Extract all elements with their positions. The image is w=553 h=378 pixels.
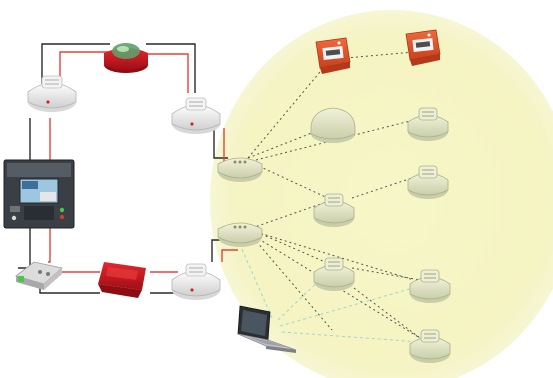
translator-icon: [217, 222, 263, 247]
wireless-detector-icon: [407, 107, 449, 141]
wireless-coverage-zone: [210, 10, 553, 378]
manual-call-point-icon: [315, 37, 351, 74]
smoke-detector-icon: [171, 97, 221, 134]
wireless-detector-icon: [313, 193, 355, 227]
sounder-beacon-icon: [104, 43, 148, 73]
interface-module-icon: [15, 261, 63, 290]
laptop-icon: [237, 305, 297, 353]
smoke-detector-icon: [27, 75, 77, 112]
wireless-detector-icon: [407, 165, 449, 199]
manual-call-point-icon: [405, 29, 441, 66]
wireless-sounder-icon: [310, 107, 356, 143]
wired-loop-red: [48, 51, 238, 273]
smoke-detector-icon: [171, 263, 221, 300]
translator-icon: [217, 157, 263, 182]
wireless-detector-icon: [409, 329, 451, 363]
wireless-detector-icon: [313, 257, 355, 291]
control-panel-icon: [3, 159, 75, 229]
sounder-icon: [98, 262, 146, 298]
wireless-detector-icon: [409, 269, 451, 303]
